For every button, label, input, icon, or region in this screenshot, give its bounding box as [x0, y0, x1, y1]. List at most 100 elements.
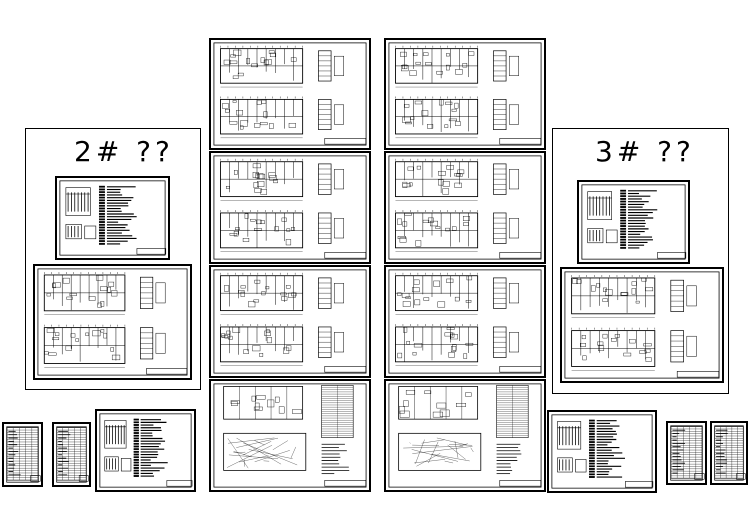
sheet-right-panel-plan[interactable] — [560, 267, 724, 383]
sheet-left-col-1-drawing — [213, 42, 367, 146]
drawing-rect — [388, 269, 542, 374]
sheet-right-col-2[interactable] — [384, 151, 546, 264]
drawing-rect — [252, 172, 259, 178]
drawing-rect — [402, 183, 411, 188]
drawing-rect — [107, 286, 111, 293]
drawing-rect — [446, 64, 450, 71]
drawing-rect — [587, 191, 612, 220]
drawing-rect — [448, 352, 455, 358]
drawing-rect — [98, 223, 105, 226]
sheet-left-col-3[interactable] — [209, 265, 371, 378]
drawing-rect — [602, 333, 608, 339]
drawing-rect — [98, 202, 105, 204]
drawing-rect — [408, 182, 413, 187]
drawing-rect — [589, 438, 595, 441]
drawing-rect — [388, 42, 542, 146]
drawing-rect — [589, 451, 595, 454]
drawing-rect — [213, 155, 367, 260]
sheet-bottom-left-table-1[interactable] — [2, 422, 43, 487]
drawing-rect — [589, 427, 595, 430]
drawing-rect — [333, 169, 344, 190]
drawing-rect — [98, 185, 105, 188]
drawing-rect — [237, 72, 244, 77]
drawing-rect — [78, 475, 89, 482]
drawing-rect — [581, 335, 586, 340]
sheet-left-panel-legend-drawing — [59, 180, 167, 256]
drawing-rect — [243, 349, 249, 354]
drawing-rect — [644, 348, 651, 353]
drawing-rect — [223, 432, 307, 471]
drawing-rect — [657, 252, 687, 259]
drawing-rect — [226, 330, 231, 335]
sheet-bottom-right-table-1-drawing — [670, 425, 705, 481]
drawing-rect — [133, 467, 139, 469]
drawing-rect — [267, 399, 275, 408]
drawing-rect — [236, 110, 243, 116]
drawing-rect — [455, 121, 461, 126]
sheet-bottom-right-table-1[interactable] — [666, 421, 707, 485]
drawing-line — [459, 443, 468, 447]
drawing-rect — [133, 469, 139, 472]
sheet-left-col-2[interactable] — [209, 151, 371, 264]
drawing-line — [412, 446, 473, 454]
sheet-left-panel-plan[interactable] — [33, 264, 192, 380]
drawing-rect — [465, 392, 472, 397]
drawing-rect — [95, 275, 104, 281]
sheet-left-col-4[interactable] — [209, 379, 371, 492]
sheet-right-col-1[interactable] — [384, 38, 546, 150]
drawing-rect — [620, 200, 627, 203]
sheet-right-panel-legend[interactable] — [577, 180, 690, 264]
drawing-rect — [213, 269, 367, 374]
drawing-rect — [676, 371, 720, 378]
drawing-rect — [268, 172, 276, 178]
sheet-bottom-right-schedule[interactable] — [547, 410, 657, 493]
drawing-rect — [98, 226, 105, 229]
drawing-line — [254, 450, 290, 462]
drawing-line — [415, 439, 425, 464]
drawing-rect — [223, 386, 304, 420]
drawing-rect — [274, 396, 280, 403]
drawing-rect — [442, 181, 450, 187]
drawing-rect — [269, 175, 277, 181]
drawing-rect — [133, 426, 139, 429]
drawing-rect — [620, 241, 627, 244]
drawing-rect — [256, 395, 266, 400]
drawing-rect — [225, 109, 230, 113]
drawing-rect — [602, 298, 608, 302]
drawing-rect — [589, 470, 595, 473]
drawing-rect — [260, 189, 268, 195]
drawing-rect — [629, 339, 636, 344]
drawing-rect — [46, 328, 55, 333]
drawing-rect — [645, 357, 652, 362]
drawing-rect — [100, 286, 108, 291]
drawing-line — [227, 438, 249, 469]
drawing-rect — [412, 352, 417, 356]
drawing-rect — [103, 332, 108, 339]
drawing-line — [414, 459, 446, 464]
sheet-right-col-3[interactable] — [384, 265, 546, 378]
sheet-bottom-left-table-2[interactable] — [52, 422, 91, 487]
drawing-rect — [457, 169, 465, 175]
drawing-rect — [286, 228, 291, 232]
sheet-left-col-1[interactable] — [209, 38, 371, 150]
drawing-rect — [405, 121, 412, 125]
sheet-bottom-left-schedule[interactable] — [95, 409, 196, 492]
sheet-left-panel-legend[interactable] — [55, 176, 170, 260]
drawing-rect — [324, 366, 367, 373]
drawing-rect — [240, 120, 248, 127]
sheet-bottom-right-table-2[interactable] — [710, 421, 748, 485]
drawing-rect — [589, 468, 595, 470]
drawing-line — [428, 441, 439, 464]
sheet-right-panel-legend-drawing — [581, 184, 687, 260]
drawing-rect — [620, 244, 627, 247]
drawing-rect — [451, 346, 457, 352]
sheet-right-col-4[interactable] — [384, 379, 546, 492]
drawing-rect — [438, 99, 444, 106]
drawing-rect — [75, 338, 79, 342]
drawing-rect — [402, 221, 408, 227]
drawing-rect — [85, 332, 89, 336]
drawing-rect — [508, 169, 519, 190]
drawing-rect — [98, 207, 105, 210]
drawing-rect — [233, 231, 239, 237]
drawing-rect — [133, 453, 139, 456]
